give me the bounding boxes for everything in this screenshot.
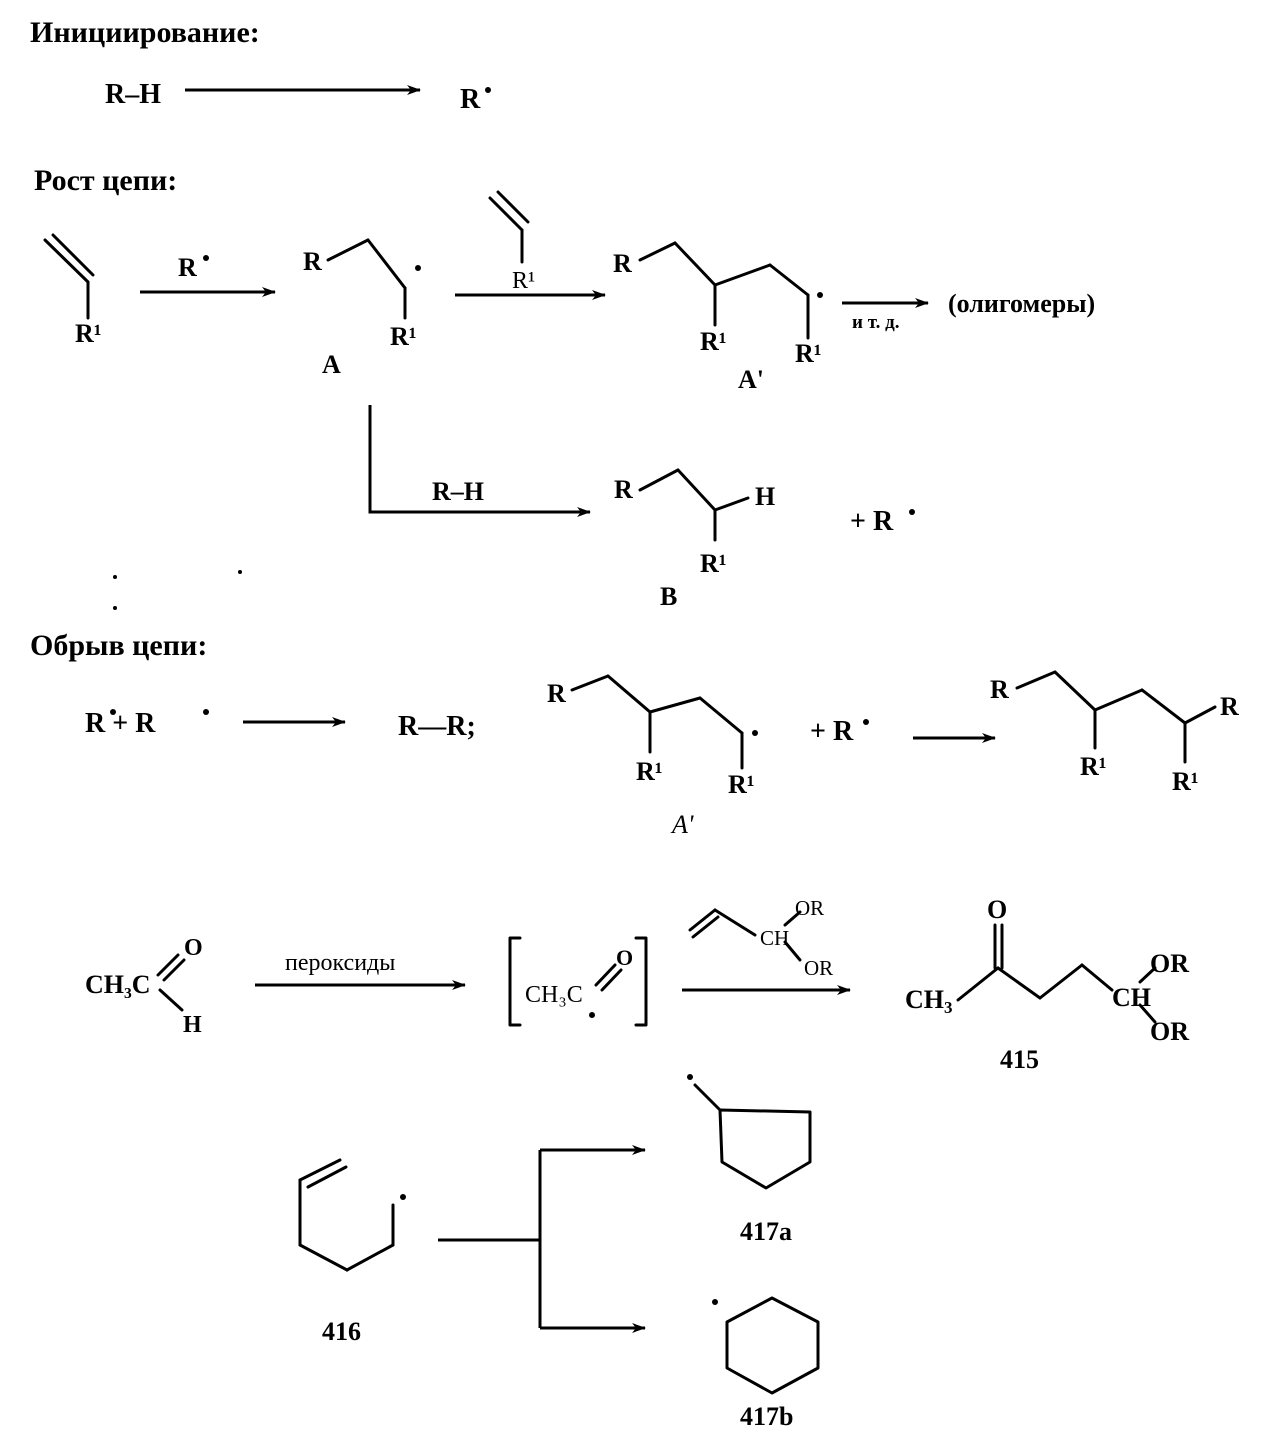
radical-dot xyxy=(203,709,209,715)
etc-label: и т. д. xyxy=(852,312,899,333)
termination-A-prime xyxy=(570,674,744,770)
peroxide-label: пероксиды xyxy=(285,950,395,976)
chain-transfer-arrow xyxy=(368,405,591,517)
heading-termination: Обрыв цепи: xyxy=(30,629,207,662)
initiation-product: R xyxy=(460,84,481,115)
label-A-prime: A' xyxy=(738,365,764,394)
radical-A-R: R xyxy=(303,247,322,276)
radical-dot xyxy=(752,730,758,736)
radical-A xyxy=(326,238,407,320)
product-415 xyxy=(956,923,1157,1024)
radical-A-substituent: R¹ xyxy=(390,322,417,351)
product-415-CH3: CH3 xyxy=(905,985,953,1017)
acetaldehyde-H: H xyxy=(183,1012,202,1038)
heading-initiation: Инициирование: xyxy=(30,16,260,49)
product-B xyxy=(638,468,750,542)
acyl-radical-O: O xyxy=(616,945,633,970)
termination-product-R-right: R xyxy=(1220,692,1239,721)
product-B-H: H xyxy=(755,482,775,511)
termination-label-A-prime: A' xyxy=(670,810,694,839)
termination-combine: R + R xyxy=(85,708,156,739)
label-A: A xyxy=(322,350,341,379)
acyl-radical: CH₃C xyxy=(525,982,583,1008)
acrolein-acetal xyxy=(688,908,802,962)
monomer-substituent: R¹ xyxy=(75,319,102,348)
heading-propagation: Рост цепи: xyxy=(34,164,177,197)
speck xyxy=(238,570,242,574)
A-prime-substituent-2: R¹ xyxy=(795,339,822,368)
vinyl-monomer xyxy=(43,233,95,320)
radical-A-prime-R: R xyxy=(613,249,632,278)
acyl-radical-bracket xyxy=(508,936,648,1027)
label-415: 415 xyxy=(1000,1045,1039,1074)
label-417a: 417a xyxy=(740,1217,792,1246)
termination-product-substituent-2: R¹ xyxy=(1172,767,1199,796)
radical-dot xyxy=(400,1194,406,1200)
radical-dot xyxy=(485,87,491,93)
acetal-OR-2: OR xyxy=(804,956,833,980)
speck xyxy=(113,575,117,579)
radical-dot xyxy=(863,719,869,725)
initiation-reactant: R–H xyxy=(105,79,161,110)
product-415-O: O xyxy=(987,895,1007,924)
speck xyxy=(113,606,117,610)
termination-substituent-2: R¹ xyxy=(728,770,755,799)
acetal-OR-1: OR xyxy=(795,896,824,920)
regenerated-radical: + R xyxy=(850,506,894,537)
termination-RR: R—R; xyxy=(398,711,476,742)
radical-dot xyxy=(687,1074,693,1080)
radical-dot xyxy=(712,1299,718,1305)
termination-plus-R: + R xyxy=(810,716,854,747)
label-B: B xyxy=(660,582,677,611)
termination-substituent-1: R¹ xyxy=(636,757,663,786)
product-415-OR-1: OR xyxy=(1150,949,1189,978)
chain-transfer-label: R–H xyxy=(432,477,484,506)
termination-product-R-left: R xyxy=(990,675,1009,704)
radical-dot xyxy=(817,292,823,298)
product-417a xyxy=(693,1083,812,1190)
acetaldehyde-bonds xyxy=(156,953,186,1012)
product-B-R: R xyxy=(614,475,633,504)
oligomers-label: (олигомеры) xyxy=(948,289,1095,318)
acetal-CH: CH xyxy=(760,926,789,950)
label-417b: 417b xyxy=(740,1402,793,1431)
termination-A-prime-R: R xyxy=(547,679,566,708)
monomer2-substituent: R¹ xyxy=(512,268,535,294)
product-417b xyxy=(725,1296,820,1395)
radical-A-prime xyxy=(638,241,810,340)
radical-dot xyxy=(415,265,421,271)
A-prime-substituent-1: R¹ xyxy=(700,327,727,356)
termination-product xyxy=(1015,670,1217,764)
radical-dot xyxy=(909,509,915,515)
radical-dot xyxy=(589,1012,595,1018)
termination-product-substituent-1: R¹ xyxy=(1080,752,1107,781)
radical-dot xyxy=(110,709,116,715)
acetaldehyde-O: O xyxy=(184,935,203,961)
addition-arrow-label: R xyxy=(178,253,197,282)
label-416: 416 xyxy=(322,1317,361,1346)
product-415-CH: CH xyxy=(1112,983,1151,1012)
product-415-OR-2: OR xyxy=(1150,1017,1189,1046)
hexenyl-radical-416 xyxy=(298,1158,395,1272)
vinyl-monomer-2 xyxy=(488,190,530,264)
product-B-substituent: R¹ xyxy=(700,549,727,578)
radical-dot xyxy=(203,255,209,261)
acetaldehyde: CH₃C xyxy=(85,970,151,999)
